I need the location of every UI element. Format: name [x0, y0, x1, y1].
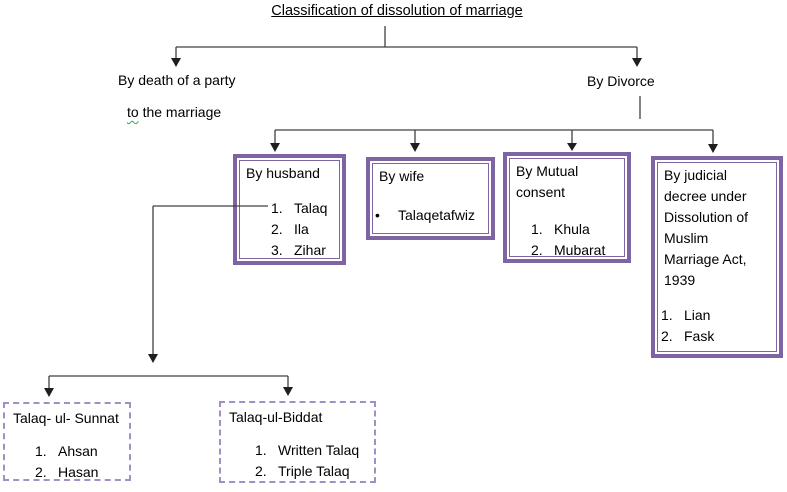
diagram-title: Classification of dissolution of marriag… — [271, 3, 523, 19]
box-list: 1. Khula 2. Mubarat — [510, 219, 624, 257]
list-item: 2. Ila — [271, 219, 339, 240]
box-heading: By wife — [379, 168, 425, 184]
list-marker: 2. — [35, 464, 47, 480]
list-item: 3. Zihar — [271, 240, 339, 258]
list-item: 1. Khula — [531, 219, 624, 240]
list-text: Written Talaq — [278, 442, 360, 458]
box-list: 1. Lian 2. Fask — [658, 305, 776, 347]
list-text: Lian — [684, 307, 711, 323]
list-text: Fask — [684, 328, 715, 344]
list-marker: 1. — [255, 442, 267, 458]
box-talaq-ul-biddat: Talaq-ul-Biddat 1. Written Talaq 2. Triple… — [219, 401, 376, 483]
list-marker: 2. — [271, 221, 283, 237]
box-by-judicial-decree: By judicial decree under Dissolution of … — [651, 156, 783, 358]
list-item: 1. Ahsan — [35, 441, 129, 462]
arrow-down-icon — [171, 58, 181, 67]
list-text: Mubarat — [554, 242, 606, 257]
list-item: 1. Talaq — [271, 198, 339, 219]
list-text: Khula — [554, 221, 590, 237]
list-item: 1. Written Talaq — [255, 440, 374, 461]
arrow-down-icon — [270, 143, 280, 152]
list-text: Talaqetafwiz — [398, 207, 476, 223]
label-by-death-line2: to the marriage — [127, 104, 221, 120]
box-heading: Talaq- ul- Sunnat — [13, 410, 119, 426]
box-heading: By judicial decree under Dissolution of … — [664, 167, 749, 288]
box-heading: By Mutual consent — [516, 163, 579, 200]
list-text: Talaq — [294, 200, 328, 216]
box-by-husband: By husband 1. Talaq 2. Ila 3. Zihar — [233, 154, 346, 265]
list-marker: 1. — [271, 200, 283, 216]
arrow-down-icon — [567, 143, 577, 151]
arrow-down-icon — [708, 144, 718, 153]
list-item: 2. Hasan — [35, 462, 129, 483]
box-by-wife-inner: By wife • Talaqetafwiz — [372, 163, 489, 234]
box-list: • Talaqetafwiz — [373, 205, 488, 226]
arrow-down-icon — [632, 58, 642, 67]
box-list: 1. Talaq 2. Ila 3. Zihar — [240, 198, 339, 258]
arrow-down-icon — [410, 143, 420, 152]
box-by-husband-inner: By husband 1. Talaq 2. Ila 3. Zihar — [239, 160, 340, 259]
list-item: 2. Fask — [661, 326, 776, 347]
box-heading: By husband — [246, 165, 320, 181]
arrow-down-icon — [148, 354, 158, 363]
list-item: • Talaqetafwiz — [375, 205, 488, 226]
box-by-wife: By wife • Talaqetafwiz — [366, 157, 495, 240]
spellcheck-underlined-word: to — [127, 104, 139, 120]
list-marker: 1. — [661, 307, 673, 323]
list-marker: • — [375, 207, 380, 223]
list-marker: 2. — [255, 463, 267, 479]
list-text: Hasan — [58, 464, 99, 480]
box-by-mutual-consent-inner: By Mutual consent 1. Khula 2. Mubarat — [509, 158, 625, 257]
box-list: 1. Ahsan 2. Hasan — [5, 441, 129, 483]
arrow-down-icon — [44, 388, 54, 397]
box-by-mutual-consent: By Mutual consent 1. Khula 2. Mubarat — [503, 152, 631, 263]
list-item: 2. Mubarat — [531, 240, 624, 257]
list-text: Triple Talaq — [278, 463, 350, 479]
box-list: 1. Written Talaq 2. Triple Talaq — [221, 440, 374, 482]
list-text: Ila — [294, 221, 309, 237]
list-marker: 2. — [661, 328, 673, 344]
list-text: Zihar — [294, 242, 326, 258]
list-marker: 3. — [271, 242, 283, 258]
list-marker: 2. — [531, 242, 543, 257]
label-by-death-line2-rest: the marriage — [138, 104, 222, 120]
list-item: 2. Triple Talaq — [255, 461, 374, 482]
box-heading: Talaq-ul-Biddat — [229, 409, 323, 425]
arrow-down-icon — [283, 387, 293, 396]
label-by-divorce: By Divorce — [587, 73, 655, 89]
list-marker: 1. — [35, 443, 47, 459]
list-item: 1. Lian — [661, 305, 776, 326]
label-by-death-line1: By death of a party — [118, 72, 236, 88]
box-by-judicial-decree-inner: By judicial decree under Dissolution of … — [657, 162, 777, 352]
list-text: Ahsan — [58, 443, 98, 459]
box-talaq-ul-sunnat: Talaq- ul- Sunnat 1. Ahsan 2. Hasan — [3, 402, 131, 481]
list-marker: 1. — [531, 221, 543, 237]
